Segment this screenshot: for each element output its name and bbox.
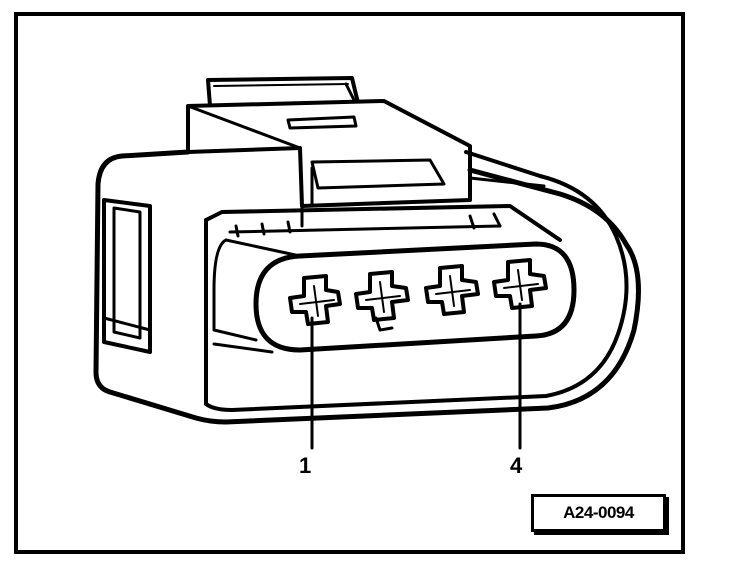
terminal-pin-1 [288, 274, 342, 326]
figure-reference-code: A24-0094 [563, 503, 634, 522]
callout-pin-1: 1 [299, 453, 312, 478]
terminal-pin-2 [354, 270, 410, 332]
figure-reference-box: A24-0094 [531, 494, 666, 532]
latch-tab [186, 76, 472, 228]
connector-housing [93, 149, 641, 425]
terminal-pin-4 [492, 258, 548, 310]
terminal-pin-3 [424, 264, 480, 316]
callout-pin-4: 4 [510, 453, 523, 478]
pin-insert [212, 238, 577, 353]
